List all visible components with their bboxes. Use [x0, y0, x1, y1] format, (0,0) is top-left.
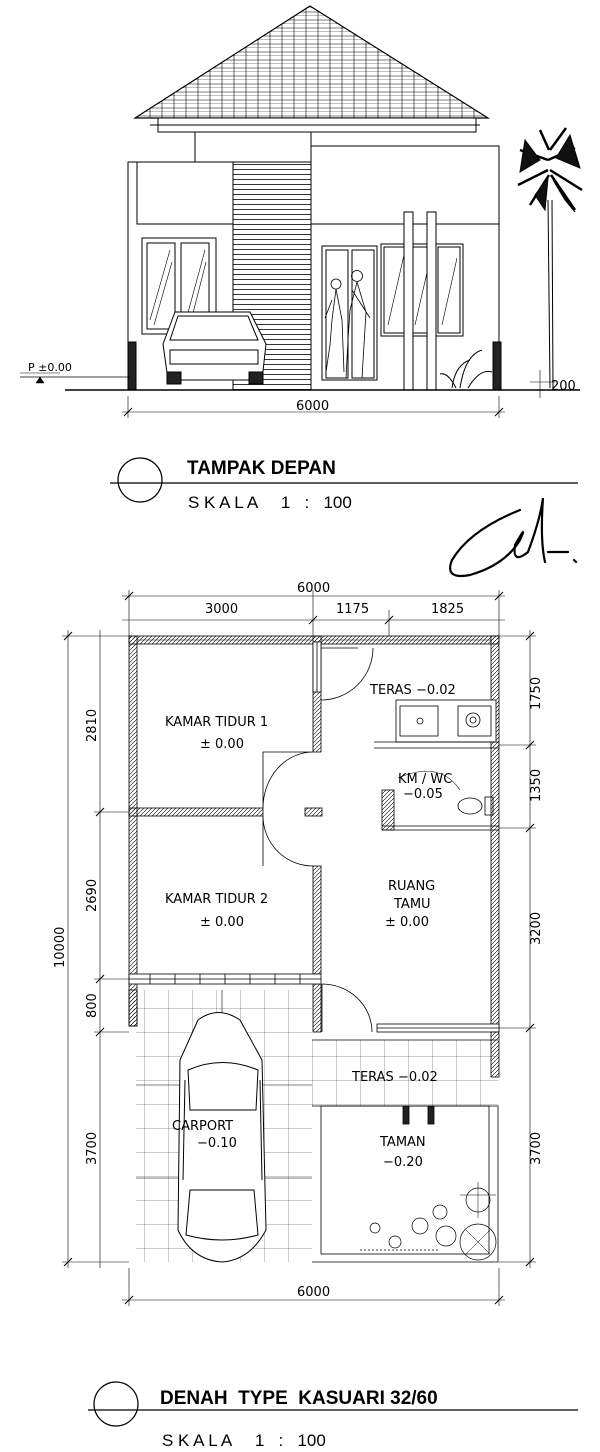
ruang-name2: TAMU — [393, 897, 431, 912]
teras-bottom: TERAS −0.02 — [351, 1070, 438, 1085]
front-door — [321, 245, 378, 381]
roof — [132, 5, 491, 119]
signature — [449, 497, 578, 578]
kamar1-level: ± 0.00 — [200, 737, 244, 752]
sink — [399, 705, 439, 737]
left-total-dim: 10000 — [53, 927, 68, 968]
plan-title-block: DENAH TYPE KASUARI 32/60 S K A L A 1 : 1… — [88, 1381, 578, 1450]
door-kamar2 — [262, 815, 314, 867]
top-dim-3: 1825 — [431, 602, 464, 617]
plan-title: DENAH TYPE KASUARI 32/60 — [160, 1388, 438, 1409]
stove — [457, 705, 492, 737]
door-kamar1 — [262, 751, 314, 809]
taman-level: −0.20 — [383, 1155, 423, 1170]
people-figures — [324, 270, 371, 379]
floor-plan — [62, 590, 536, 1306]
elevation-title: TAMPAK DEPAN — [187, 458, 336, 479]
wall-left-upper — [128, 635, 138, 1027]
taman-name: TAMAN — [379, 1135, 426, 1150]
column-right — [426, 211, 437, 391]
column-left — [403, 211, 414, 391]
tree — [517, 127, 583, 389]
wall-right-upper — [490, 635, 500, 1032]
left-dim-1: 2810 — [85, 709, 100, 742]
car-front-view — [162, 311, 267, 385]
ruang-level: ± 0.00 — [385, 915, 429, 930]
plan-dimensions — [62, 590, 536, 1306]
kamar2-level: ± 0.00 — [200, 915, 244, 930]
elevation-title-block: TAMPAK DEPAN S K A L A 1 : 100 — [110, 457, 578, 512]
teras-top: TERAS −0.02 — [369, 683, 456, 698]
door-entry — [321, 983, 373, 1033]
top-dim-2: 1175 — [336, 602, 369, 617]
kamar1-name: KAMAR TIDUR 1 — [165, 715, 268, 730]
elevation-width-dimension: 6000 — [296, 399, 329, 414]
top-total-dim: 6000 — [297, 581, 330, 596]
right-dim-1: 1750 — [529, 677, 544, 710]
carport-level: −0.10 — [197, 1136, 237, 1151]
level-label: P ±0.00 — [28, 361, 72, 374]
door-teras — [320, 647, 374, 701]
right-window — [380, 243, 464, 337]
top-dim-1: 3000 — [205, 602, 238, 617]
plan-labels: 6000 3000 1175 1825 6000 10000 2810 2690… — [53, 581, 544, 1300]
left-dim-3: 800 — [85, 993, 100, 1018]
left-dim-2: 2690 — [85, 879, 100, 912]
gable-wall — [194, 131, 312, 163]
elevation-labels: P ±0.00 200 6000 — [28, 361, 576, 414]
garden-plants — [360, 1182, 497, 1261]
right-dim-3: 3200 — [529, 912, 544, 945]
carport-name: CARPORT — [172, 1119, 233, 1134]
left-dim-4: 3700 — [85, 1132, 100, 1165]
toilet — [457, 797, 483, 815]
step-dimension: 200 — [551, 379, 576, 394]
front-elevation — [20, 5, 583, 418]
right-dim-4: 3700 — [529, 1132, 544, 1165]
kamar2-name: KAMAR TIDUR 2 — [165, 892, 268, 907]
car-plan-view — [177, 1012, 267, 1263]
ruang-name: RUANG — [388, 879, 435, 894]
kmwc-name: KM / WC — [398, 772, 452, 787]
right-dim-2: 1350 — [529, 769, 544, 802]
kmwc-level: −0.05 — [403, 787, 443, 802]
bottom-total-dim: 6000 — [297, 1285, 330, 1300]
elevation-scale: S K A L A 1 : 100 — [188, 493, 352, 512]
plan-scale: S K A L A 1 : 100 — [162, 1431, 326, 1450]
shrub — [439, 349, 493, 389]
